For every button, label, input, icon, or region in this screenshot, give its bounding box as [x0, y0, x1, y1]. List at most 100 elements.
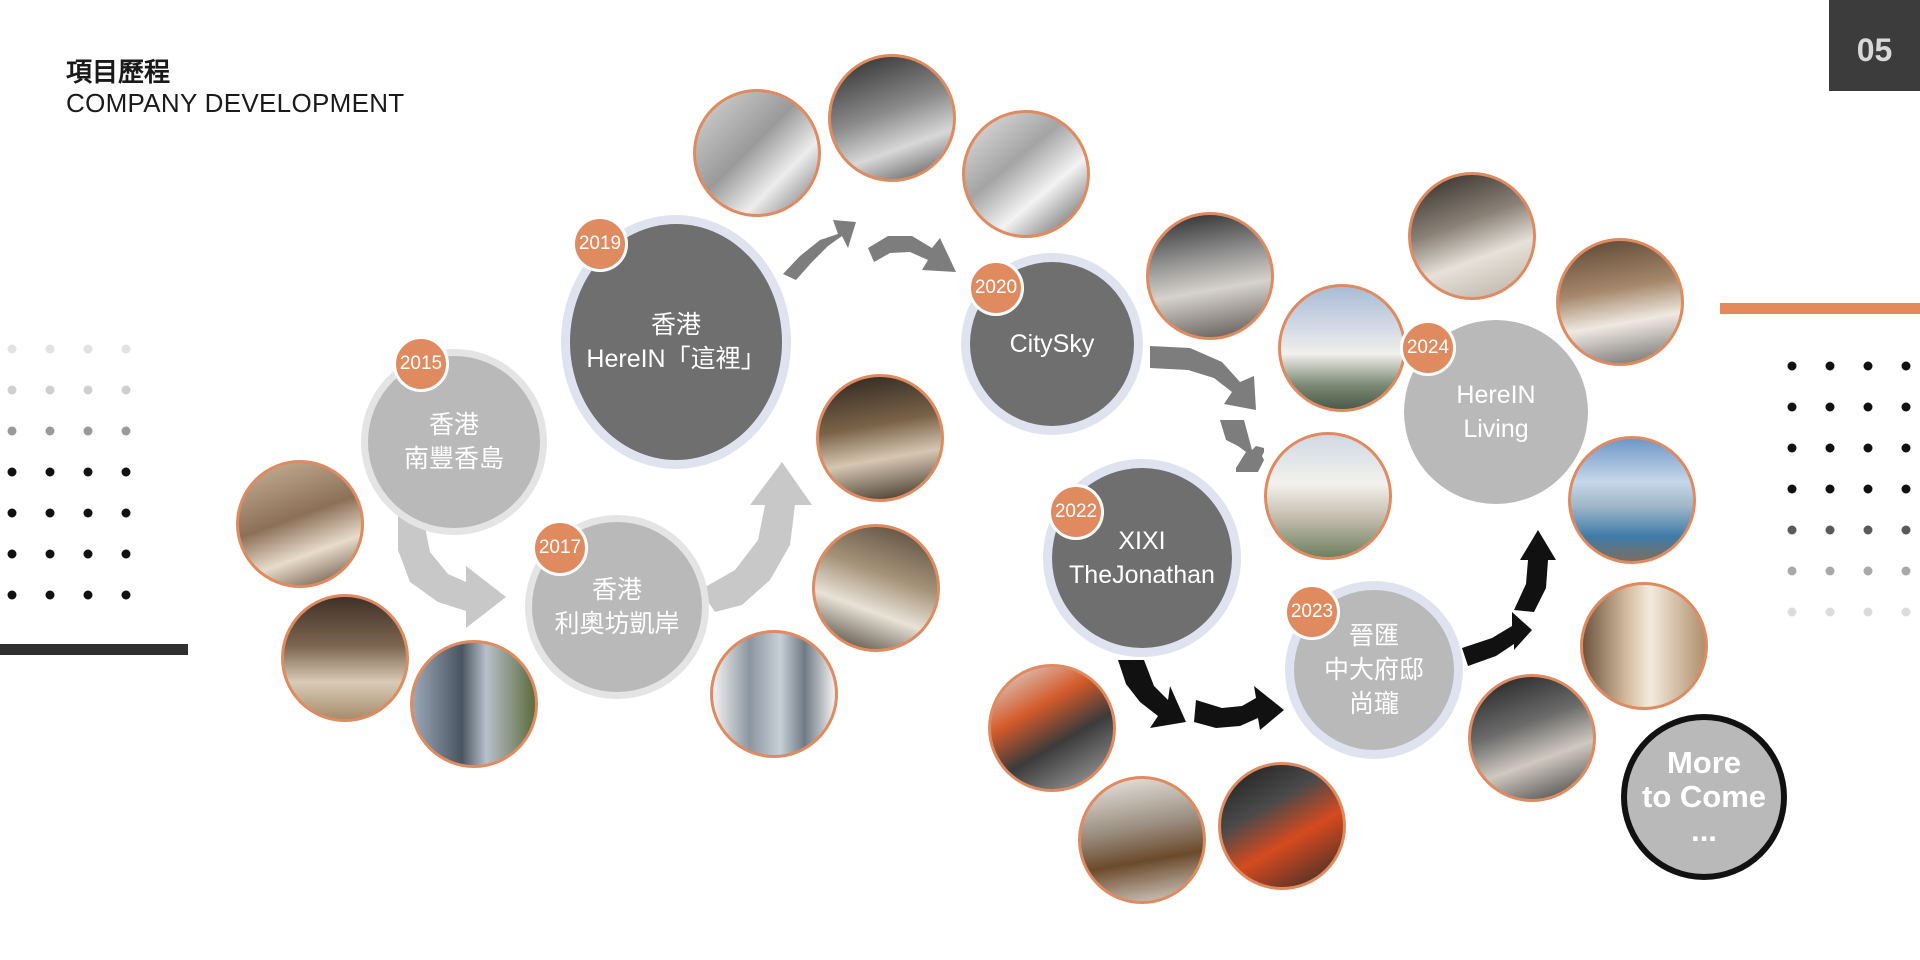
- decorative-dot: [121, 590, 131, 600]
- decorative-dot: [1863, 525, 1873, 535]
- decorative-dot: [121, 385, 131, 395]
- project-photo-2020-kitchen: [1146, 212, 1274, 340]
- page-title-en: COMPANY DEVELOPMENT: [66, 88, 405, 118]
- year-badge-2022: 2022: [1048, 484, 1104, 540]
- decorative-dot: [1901, 484, 1911, 494]
- project-photo-2017-bathroom: [812, 524, 940, 652]
- arrow-2022-to-2023: [1118, 660, 1284, 730]
- decorative-dot: [45, 467, 55, 477]
- decorative-dot: [1787, 525, 1797, 535]
- project-photo-2017-tower: [710, 630, 838, 758]
- decorative-dot: [45, 508, 55, 518]
- decorative-dot: [7, 590, 17, 600]
- decorative-bar-left: [0, 644, 188, 655]
- project-photo-2015-lounge: [281, 594, 409, 722]
- year-badge-2024: 2024: [1400, 320, 1456, 376]
- project-photo-2019-room-b: [828, 54, 956, 182]
- decorative-dot: [121, 508, 131, 518]
- decorative-dot: [1863, 484, 1873, 494]
- decorative-dot: [121, 426, 131, 436]
- page-title-cn: 項目歷程: [66, 57, 171, 87]
- decorative-dot: [45, 590, 55, 600]
- decorative-dot: [1825, 484, 1835, 494]
- project-photo-2024-pool: [1568, 436, 1696, 564]
- decorative-dot: [1901, 443, 1911, 453]
- milestone-node-2019[interactable]: 香港 HereIN「這裡」: [570, 224, 782, 460]
- decorative-dot: [121, 467, 131, 477]
- decorative-dot: [83, 344, 93, 354]
- decorative-dot: [83, 549, 93, 559]
- project-photo-2024-lobby: [1468, 674, 1596, 802]
- milestone-label-2024: HereIN Living: [1456, 381, 1536, 443]
- decorative-dot: [1825, 443, 1835, 453]
- decorative-dot: [45, 549, 55, 559]
- decorative-dot: [45, 426, 55, 436]
- arrow-2019-to-2020: [783, 220, 956, 280]
- decorative-dot: [7, 426, 17, 436]
- project-photo-2017-dining: [816, 374, 944, 502]
- project-photo-2019-room-a: [693, 89, 821, 217]
- milestone-node-2023[interactable]: 晉匯 中大府邸 尚瓏: [1294, 590, 1454, 750]
- decorative-dot: [83, 590, 93, 600]
- project-photo-2015-living-room: [236, 460, 364, 588]
- decorative-dot: [7, 385, 17, 395]
- decorative-dot: [1787, 566, 1797, 576]
- project-photo-2019-room-c: [962, 110, 1090, 238]
- decorative-dot: [1901, 566, 1911, 576]
- page-number-badge: 05: [1829, 0, 1920, 91]
- decorative-dot: [7, 508, 17, 518]
- arrow-2015-to-2017: [398, 512, 506, 628]
- decorative-dot: [1787, 484, 1797, 494]
- decorative-dot: [1901, 525, 1911, 535]
- milestone-label-2015: 香港 南豐香島: [403, 411, 504, 473]
- decorative-dot: [1825, 607, 1835, 617]
- decorative-dot: [83, 508, 93, 518]
- year-badge-2017: 2017: [532, 520, 588, 576]
- milestone-label-2020: CitySky: [1009, 330, 1095, 358]
- decorative-dot: [83, 385, 93, 395]
- decorative-dot: [1787, 443, 1797, 453]
- project-photo-2024-corridor: [1580, 582, 1708, 710]
- milestone-label-2023: 晉匯 中大府邸 尚瓏: [1323, 622, 1424, 718]
- year-badge-2015: 2015: [393, 336, 449, 392]
- milestone-node-2022[interactable]: XIXI TheJonathan: [1052, 468, 1232, 648]
- milestone-label-2017: 香港 利奧坊凱岸: [554, 576, 680, 638]
- arrow-2023-to-2024: [1462, 530, 1556, 666]
- decorative-dot: [83, 467, 93, 477]
- decorative-dot: [1901, 402, 1911, 412]
- decorative-dot: [7, 549, 17, 559]
- project-photo-2023-bedroom: [1078, 776, 1206, 904]
- more-to-come-label: More to Come ...: [1642, 745, 1766, 848]
- milestone-label-2022: XIXI TheJonathan: [1069, 527, 1215, 589]
- project-photo-2022-villa-a: [1278, 284, 1406, 412]
- decorative-dot: [1825, 566, 1835, 576]
- decorative-dot: [121, 344, 131, 354]
- decorative-dot: [1863, 402, 1873, 412]
- decorative-dot: [1787, 361, 1797, 371]
- decorative-dot: [45, 344, 55, 354]
- project-photo-2023-loft: [988, 664, 1116, 792]
- year-badge-2023: 2023: [1284, 584, 1340, 640]
- decorative-dot: [1863, 566, 1873, 576]
- decorative-dot: [1863, 607, 1873, 617]
- decorative-dot: [1825, 525, 1835, 535]
- arrow-2020-to-2022: [1150, 346, 1264, 472]
- year-badge-2019: 2019: [572, 216, 628, 272]
- project-photo-2015-tower: [410, 640, 538, 768]
- year-badge-2020: 2020: [968, 260, 1024, 316]
- decorative-dot: [121, 549, 131, 559]
- decorative-dot: [1901, 607, 1911, 617]
- milestone-node-2015[interactable]: 香港 南豐香島: [368, 356, 540, 528]
- decorative-dot: [83, 426, 93, 436]
- project-photo-2023-studio: [1218, 762, 1346, 890]
- arrow-2017-to-2019: [700, 462, 812, 612]
- decorative-dot: [1787, 607, 1797, 617]
- decorative-bar-right: [1720, 303, 1920, 314]
- decorative-dot: [7, 467, 17, 477]
- more-to-come-node[interactable]: More to Come ...: [1621, 714, 1787, 880]
- decorative-dot: [1863, 361, 1873, 371]
- decorative-dot: [7, 344, 17, 354]
- project-photo-2024-living: [1408, 172, 1536, 300]
